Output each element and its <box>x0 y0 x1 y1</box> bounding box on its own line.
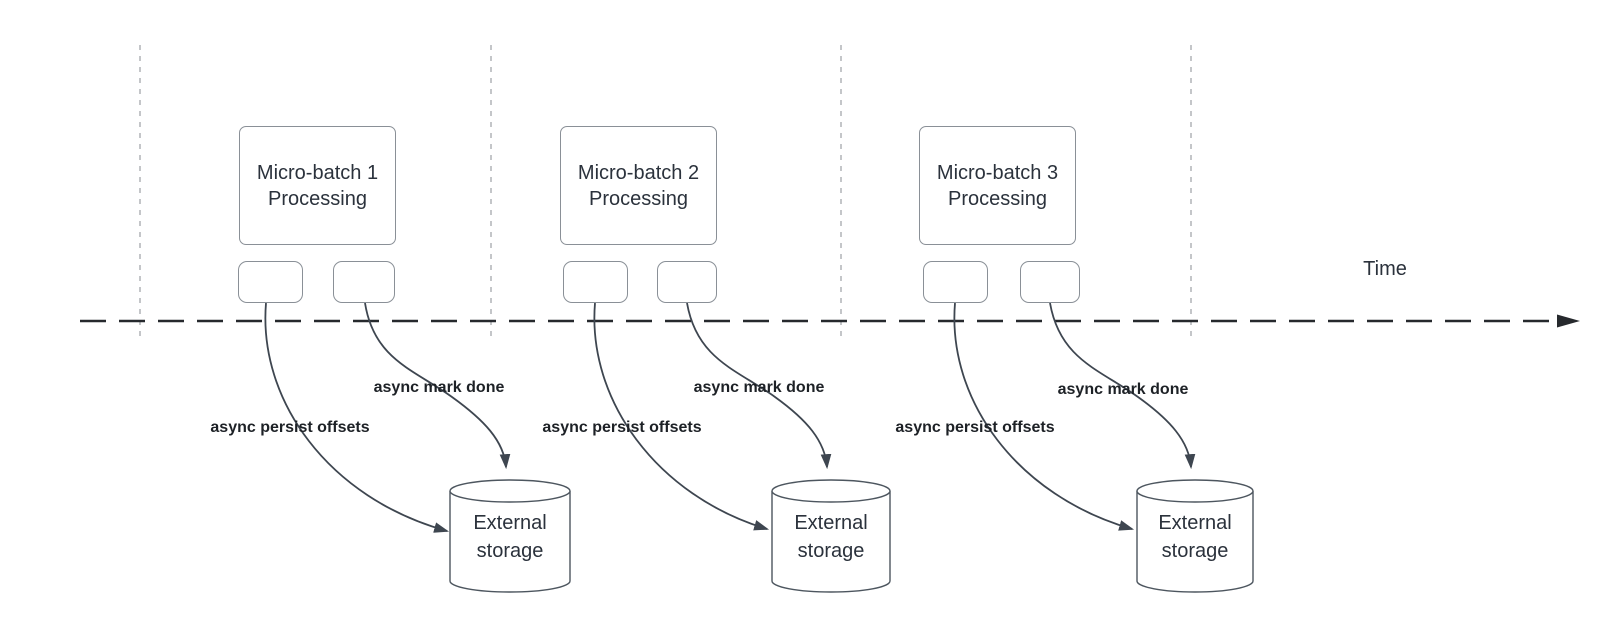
micro-batch-box-3: Micro-batch 3 Processing <box>919 126 1076 245</box>
small-task-box-left-1 <box>238 261 303 303</box>
micro-batch-box-2: Micro-batch 2 Processing <box>560 126 717 245</box>
small-task-box-right-3 <box>1020 261 1080 303</box>
mark-done-label-1: async mark done <box>373 379 505 396</box>
mark-done-arrow-3 <box>1049 302 1196 470</box>
time-axis-arrowhead <box>1557 314 1580 328</box>
cylinder-body <box>1136 491 1254 593</box>
small-task-box-right-1 <box>333 261 395 303</box>
persist-offsets-arrow-3 <box>953 302 1135 531</box>
external-storage-cylinder-1 <box>449 479 571 593</box>
cylinder-body <box>771 491 891 593</box>
mark-done-label-3: async mark done <box>1057 381 1189 398</box>
cylinder-top <box>1136 479 1254 503</box>
mark-done-arrow-2 <box>686 302 832 470</box>
mark-done-arrow-1 <box>364 302 511 470</box>
persist-offsets-arrow-2 <box>593 302 770 531</box>
persist-offsets-arrow-1 <box>264 302 450 533</box>
storage-label-1: External storage <box>473 512 547 562</box>
external-storage-cylinder-2 <box>771 479 891 593</box>
small-task-box-left-3 <box>923 261 988 303</box>
cylinder-top <box>771 479 891 503</box>
cylinder-top <box>449 479 571 503</box>
micro-batch-box-1: Micro-batch 1 Processing <box>239 126 396 245</box>
cylinder-body <box>449 491 571 593</box>
storage-label-2: External storage <box>794 512 868 562</box>
storage-label-3: External storage <box>1158 512 1232 562</box>
mark-done-label-2: async mark done <box>693 379 825 396</box>
persist-offsets-label-2: async persist offsets <box>542 419 702 436</box>
time-label: Time <box>1363 258 1407 280</box>
persist-offsets-label-1: async persist offsets <box>210 419 370 436</box>
small-task-box-left-2 <box>563 261 628 303</box>
persist-offsets-label-3: async persist offsets <box>895 419 1055 436</box>
external-storage-cylinder-3 <box>1136 479 1254 593</box>
small-task-box-right-2 <box>657 261 717 303</box>
